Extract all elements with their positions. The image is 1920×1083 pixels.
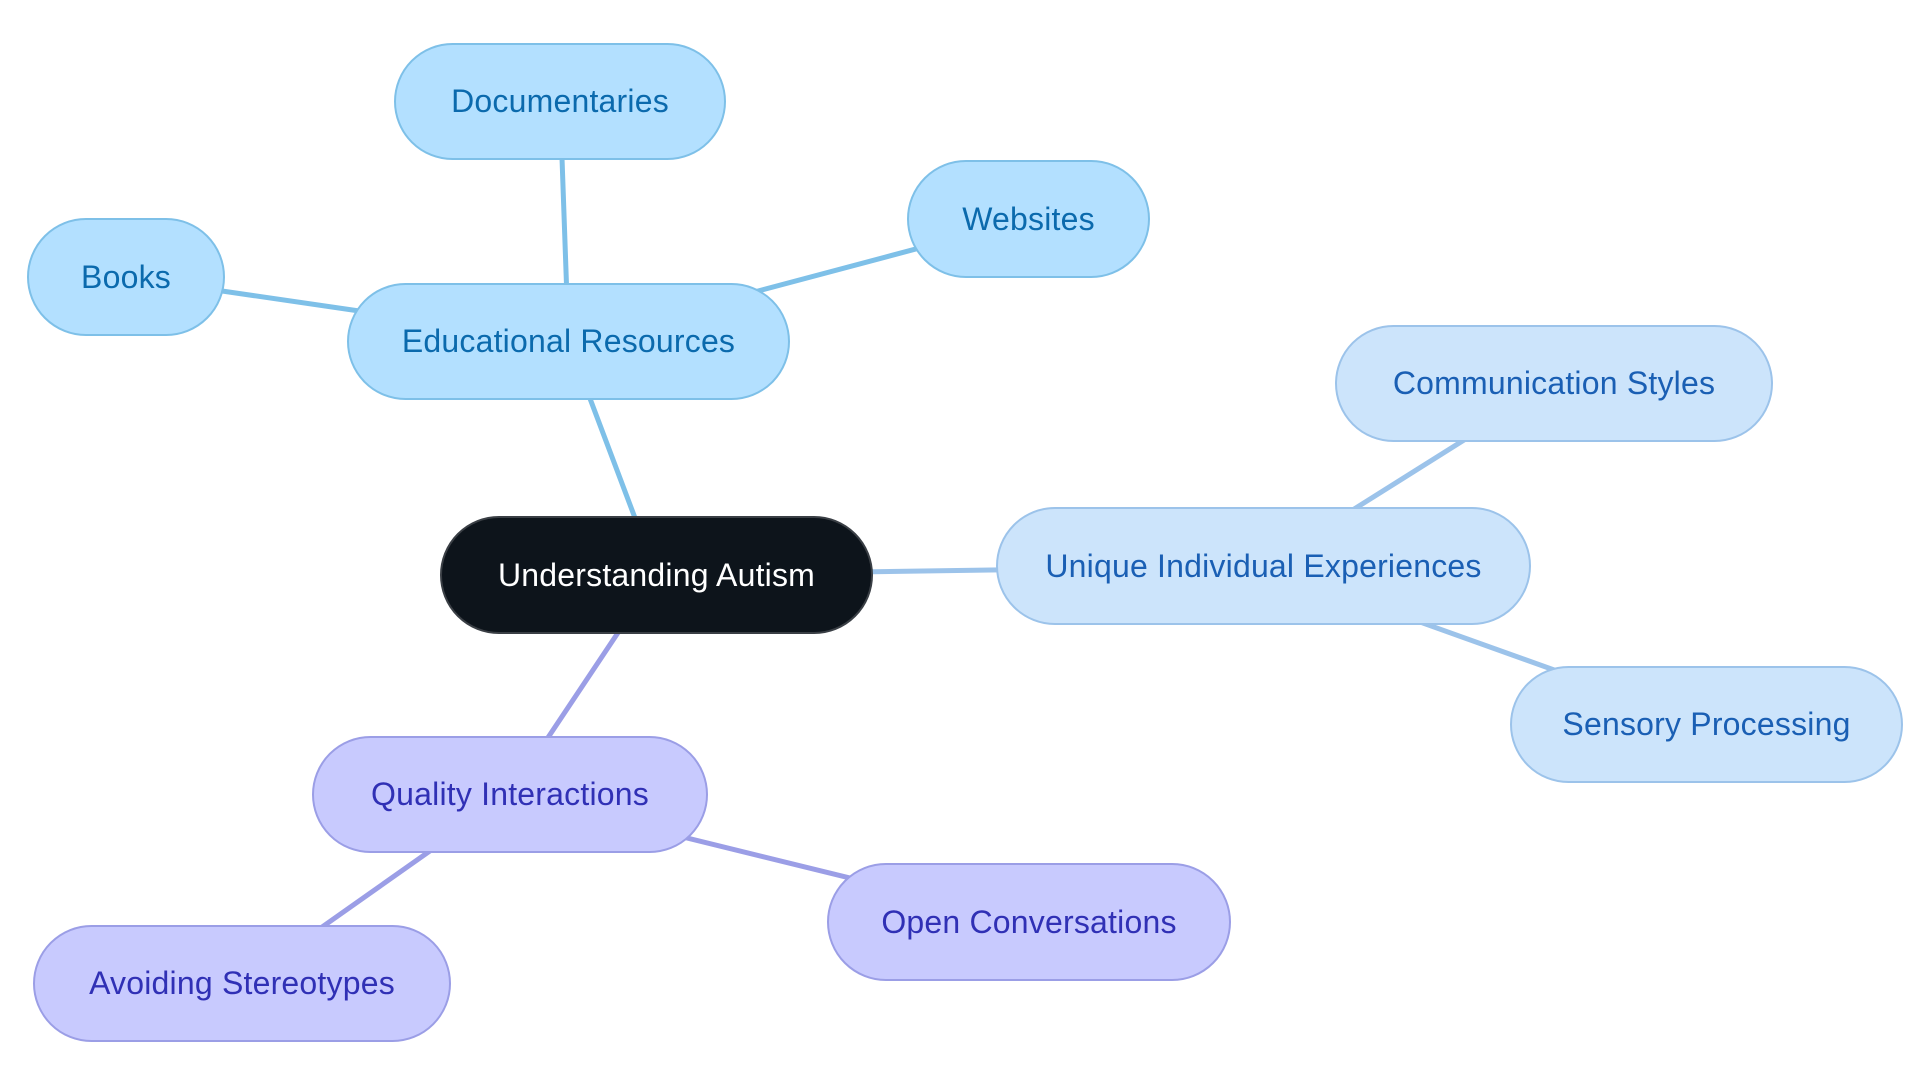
node-unique-individual-experiences[interactable]: Unique Individual Experiences: [996, 507, 1531, 625]
node-label: Documentaries: [451, 83, 669, 119]
node-books[interactable]: Books: [27, 218, 225, 336]
node-label: Educational Resources: [401, 323, 736, 359]
node-avoiding-stereotypes[interactable]: Avoiding Stereotypes: [33, 925, 451, 1042]
node-educational-resources[interactable]: Educational Resources: [347, 283, 790, 400]
node-label: Websites: [962, 200, 1095, 237]
node-sensory-processing[interactable]: Sensory Processing: [1510, 666, 1903, 783]
node-label: Avoiding Stereotypes: [89, 965, 395, 1001]
node-label: Sensory Processing: [1562, 706, 1851, 742]
node-label: Communication Styles: [1392, 365, 1716, 401]
node-documentaries[interactable]: Documentaries: [394, 43, 726, 160]
node-open-conversations[interactable]: Open Conversations: [827, 863, 1231, 981]
node-quality-interactions[interactable]: Quality Interactions: [312, 736, 708, 853]
node-label: Books: [81, 258, 171, 295]
node-label: Open Conversations: [881, 903, 1177, 940]
node-communication-styles[interactable]: Communication Styles: [1335, 325, 1773, 442]
node-label: Quality Interactions: [371, 776, 649, 812]
node-label: Understanding Autism: [497, 556, 816, 593]
node-label: Unique Individual Experiences: [1045, 547, 1482, 584]
node-websites[interactable]: Websites: [907, 160, 1150, 278]
root-node-understanding-autism[interactable]: Understanding Autism: [440, 516, 873, 634]
